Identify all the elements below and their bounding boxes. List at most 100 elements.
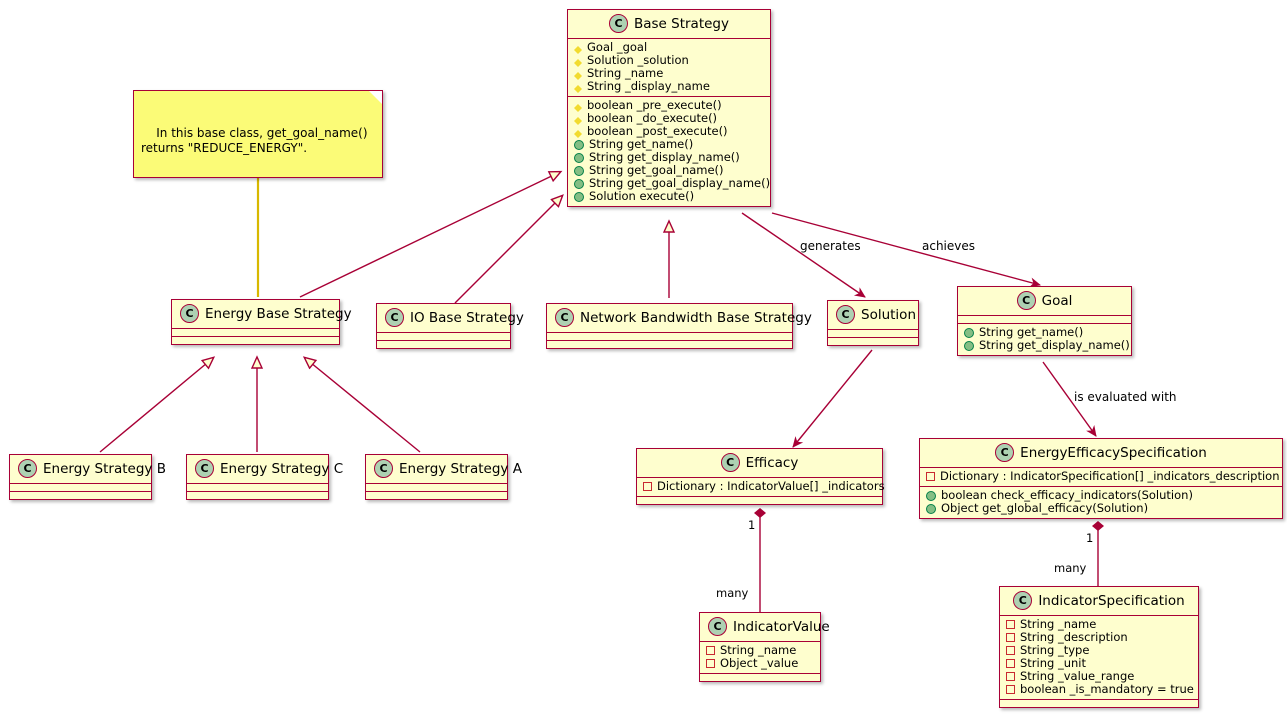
attributes-compartment: [828, 330, 918, 337]
private-marker-icon: [1006, 646, 1015, 655]
public-marker-icon: [574, 191, 584, 202]
compartment-divider: [187, 491, 328, 492]
public-marker-icon: [574, 139, 584, 150]
class-energy-strategy-b[interactable]: C Energy Strategy B: [9, 454, 166, 500]
attributes-compartment: Dictionary : IndicatorValue[] _indicator…: [637, 478, 885, 496]
attribute-text: String _name: [1020, 617, 1097, 631]
methods-compartment: boolean _pre_execute() boolean _do_execu…: [568, 97, 770, 206]
attribute-row: String _unit: [1004, 657, 1194, 670]
attribute-text: Dictionary : IndicatorSpecification[] _i…: [940, 469, 1280, 483]
class-energy-efficacy-specification[interactable]: C EnergyEfficacySpecification Dictionary…: [919, 438, 1283, 519]
class-title: Solution: [861, 306, 916, 323]
private-marker-icon: [1006, 633, 1015, 642]
class-indicator-specification[interactable]: C IndicatorSpecification String _name St…: [999, 586, 1199, 708]
attribute-text: Dictionary : IndicatorValue[] _indicator…: [657, 479, 885, 493]
attribute-row: String _type: [1004, 644, 1194, 657]
attributes-compartment: [10, 484, 151, 491]
method-text: Object get_global_efficacy(Solution): [941, 501, 1149, 515]
class-base-strategy[interactable]: C Base Strategy Goal _goal Solution _sol…: [567, 9, 771, 207]
protected-marker-icon: [573, 71, 582, 80]
method-text: String get_goal_name(): [589, 163, 724, 177]
class-stereotype-icon: C: [385, 308, 404, 327]
method-text: boolean _post_execute(): [587, 124, 728, 138]
method-text: boolean check_efficacy_indicators(Soluti…: [941, 488, 1193, 502]
compartment-divider: [366, 483, 507, 484]
class-header-indicator-value: C IndicatorValue: [700, 613, 830, 641]
class-goal[interactable]: C Goal String get_name() String get_disp…: [957, 286, 1132, 356]
class-stereotype-icon: C: [720, 453, 740, 472]
compartment-divider: [920, 467, 1282, 468]
attribute-text: Object _value: [720, 656, 799, 670]
protected-marker-icon: [573, 58, 582, 67]
class-stereotype-icon: C: [195, 459, 214, 478]
class-title: Energy Strategy B: [43, 460, 166, 477]
methods-compartment: [377, 341, 510, 348]
class-header-energy-efficacy-specification: C EnergyEfficacySpecification: [920, 439, 1282, 467]
protected-marker-icon: [573, 129, 582, 138]
attribute-text: String _name: [720, 643, 797, 657]
attribute-text: String _display_name: [587, 79, 710, 93]
class-stereotype-icon: C: [608, 14, 628, 33]
compartment-divider: [828, 329, 918, 330]
method-row: boolean _do_execute(): [572, 112, 766, 125]
compartment-divider: [1000, 699, 1198, 700]
method-row: Object get_global_efficacy(Solution): [924, 502, 1278, 515]
method-text: String get_goal_display_name(): [589, 176, 771, 190]
private-marker-icon: [643, 482, 652, 491]
class-energy-strategy-c[interactable]: C Energy Strategy C: [186, 454, 343, 500]
class-title: EnergyEfficacySpecification: [1020, 444, 1207, 461]
class-header-base-strategy: C Base Strategy: [568, 10, 770, 38]
class-title: IndicatorSpecification: [1038, 592, 1185, 609]
class-header-efficacy: C Efficacy: [637, 449, 882, 477]
edge-label-generates: generates: [800, 239, 861, 253]
edge-label-achieves: achieves: [922, 239, 976, 253]
compartment-divider: [828, 337, 918, 338]
compartment-divider: [700, 673, 820, 674]
class-network-bandwidth-base-strategy[interactable]: C Network Bandwidth Base Strategy: [546, 303, 812, 349]
private-marker-icon: [1006, 685, 1015, 694]
attributes-compartment: [366, 484, 507, 491]
class-header-io-base-strategy: C IO Base Strategy: [377, 304, 524, 332]
class-solution[interactable]: C Solution: [827, 300, 919, 346]
class-title: Efficacy: [745, 454, 799, 471]
private-marker-icon: [1006, 672, 1015, 681]
attribute-row: String _display_name: [572, 80, 766, 93]
class-energy-strategy-a[interactable]: C Energy Strategy A: [365, 454, 522, 500]
compartment-divider: [1000, 615, 1198, 616]
protected-marker-icon: [573, 45, 582, 54]
methods-compartment: [366, 492, 507, 499]
method-text: Solution execute(): [589, 189, 695, 203]
protected-marker-icon: [573, 84, 582, 93]
compartment-divider: [10, 483, 151, 484]
class-stereotype-icon: C: [836, 305, 855, 324]
class-efficacy[interactable]: C Efficacy Dictionary : IndicatorValue[]…: [636, 448, 885, 505]
attribute-text: Solution _solution: [587, 53, 689, 67]
class-stereotype-icon: C: [555, 308, 574, 327]
public-marker-icon: [964, 340, 974, 351]
class-io-base-strategy[interactable]: C IO Base Strategy: [376, 303, 524, 349]
attribute-text: boolean _is_mandatory = true: [1020, 682, 1194, 696]
attribute-row: String _value_range: [1004, 670, 1194, 683]
attribute-text: String _type: [1020, 643, 1090, 657]
class-header-indicator-specification: C IndicatorSpecification: [1000, 587, 1198, 615]
attributes-compartment: Dictionary : IndicatorSpecification[] _i…: [920, 468, 1282, 486]
compartment-divider: [547, 340, 792, 341]
class-title: Energy Base Strategy: [205, 305, 352, 322]
method-row: boolean check_efficacy_indicators(Soluti…: [924, 489, 1278, 502]
method-text: boolean _pre_execute(): [587, 98, 722, 112]
attributes-compartment: [172, 329, 339, 336]
compartment-divider: [377, 340, 510, 341]
attribute-text: String _name: [587, 66, 664, 80]
public-marker-icon: [574, 152, 584, 163]
method-row: String get_name(): [572, 138, 766, 151]
multiplicity-efficacy-one: 1: [748, 518, 756, 532]
attributes-compartment: String _name String _description String …: [1000, 616, 1198, 699]
method-text: boolean _do_execute(): [587, 111, 718, 125]
class-energy-base-strategy[interactable]: C Energy Base Strategy: [171, 299, 352, 345]
class-indicator-value[interactable]: C IndicatorValue String _name Object _va…: [699, 612, 830, 682]
methods-compartment: [187, 492, 328, 499]
public-marker-icon: [964, 327, 974, 338]
class-header-goal: C Goal: [958, 287, 1131, 315]
compartment-divider: [700, 641, 820, 642]
compartment-divider: [568, 96, 770, 97]
